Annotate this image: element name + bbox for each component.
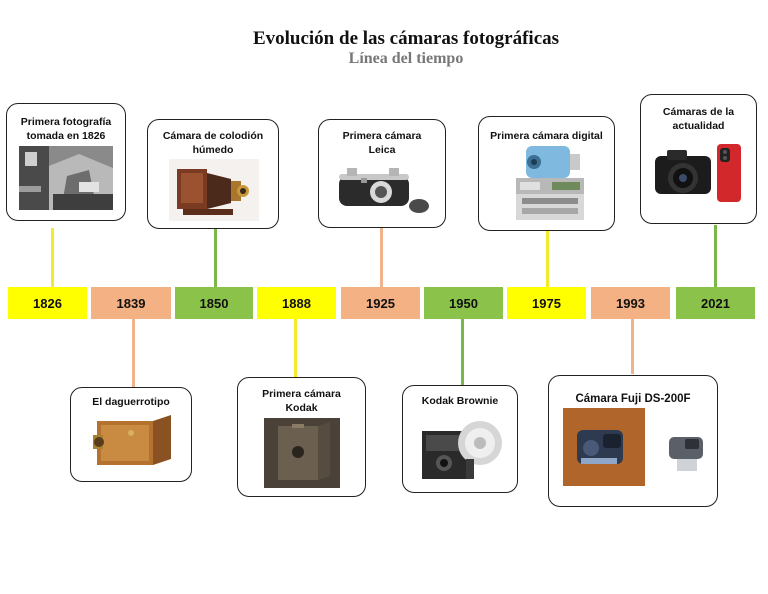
event-card-1850: Cámara de colodión húmedo <box>147 119 279 229</box>
event-label-1950: Kodak Brownie <box>421 395 499 407</box>
event-card-1950: Kodak Brownie <box>402 385 518 493</box>
connector-1826 <box>51 228 54 287</box>
event-label-2021: Cámaras de la actualidad <box>662 106 735 132</box>
event-label-1839: El daguerrotipo <box>92 396 170 408</box>
year-1950: 1950 <box>424 287 503 319</box>
connector-1839 <box>132 319 135 387</box>
event-card-1975: Primera cámara digital <box>478 116 615 231</box>
year-2021: 2021 <box>676 287 755 319</box>
event-label-1975: Primera cámara digital <box>490 130 603 142</box>
connector-1888 <box>294 319 297 377</box>
modern-cameras-image <box>653 140 746 206</box>
event-label-1850: Cámara de colodión húmedo <box>162 130 264 156</box>
event-card-1839: El daguerrotipo <box>70 387 192 482</box>
kodak-camera-image <box>264 418 340 488</box>
event-card-1826: Primera fotografía tomada en 1826 <box>6 103 126 221</box>
connector-1925 <box>380 228 383 287</box>
connector-1975 <box>546 228 549 287</box>
wet-collodion-camera-image <box>169 159 259 221</box>
event-card-1925: Primera cámara Leica <box>318 119 446 228</box>
event-label-1826: Primera fotografía tomada en 1826 <box>20 116 112 142</box>
year-1826: 1826 <box>8 287 87 319</box>
event-label-1993: Cámara Fuji DS-200F <box>575 393 691 405</box>
kodak-brownie-image <box>416 409 506 484</box>
year-1888: 1888 <box>257 287 336 319</box>
event-card-2021: Cámaras de la actualidad <box>640 94 757 224</box>
connector-1993 <box>631 319 634 374</box>
year-1975: 1975 <box>507 287 586 319</box>
first-digital-camera-image <box>512 142 588 224</box>
connector-1850 <box>214 228 217 287</box>
connector-2021 <box>714 225 717 287</box>
year-1925: 1925 <box>341 287 420 319</box>
connector-1950 <box>461 319 464 385</box>
event-label-1925: Primera cámara Leica <box>342 130 422 156</box>
event-card-1993: Cámara Fuji DS-200F <box>548 375 718 507</box>
leica-camera-image <box>333 162 433 222</box>
year-1839: 1839 <box>91 287 171 319</box>
year-1993: 1993 <box>591 287 670 319</box>
fuji-ds200f-image <box>563 408 645 486</box>
event-label-1888: Primera cámara Kodak <box>262 388 341 414</box>
page-subtitle: Línea del tiempo <box>348 50 464 67</box>
event-card-1888: Primera cámara Kodak <box>237 377 366 497</box>
year-1850: 1850 <box>175 287 253 319</box>
first-photograph-image <box>19 146 113 210</box>
fuji-ds200f-small-image <box>665 429 709 474</box>
daguerreotype-camera-image <box>91 411 179 473</box>
page-title: Evolución de las cámaras fotográficas <box>252 28 560 49</box>
